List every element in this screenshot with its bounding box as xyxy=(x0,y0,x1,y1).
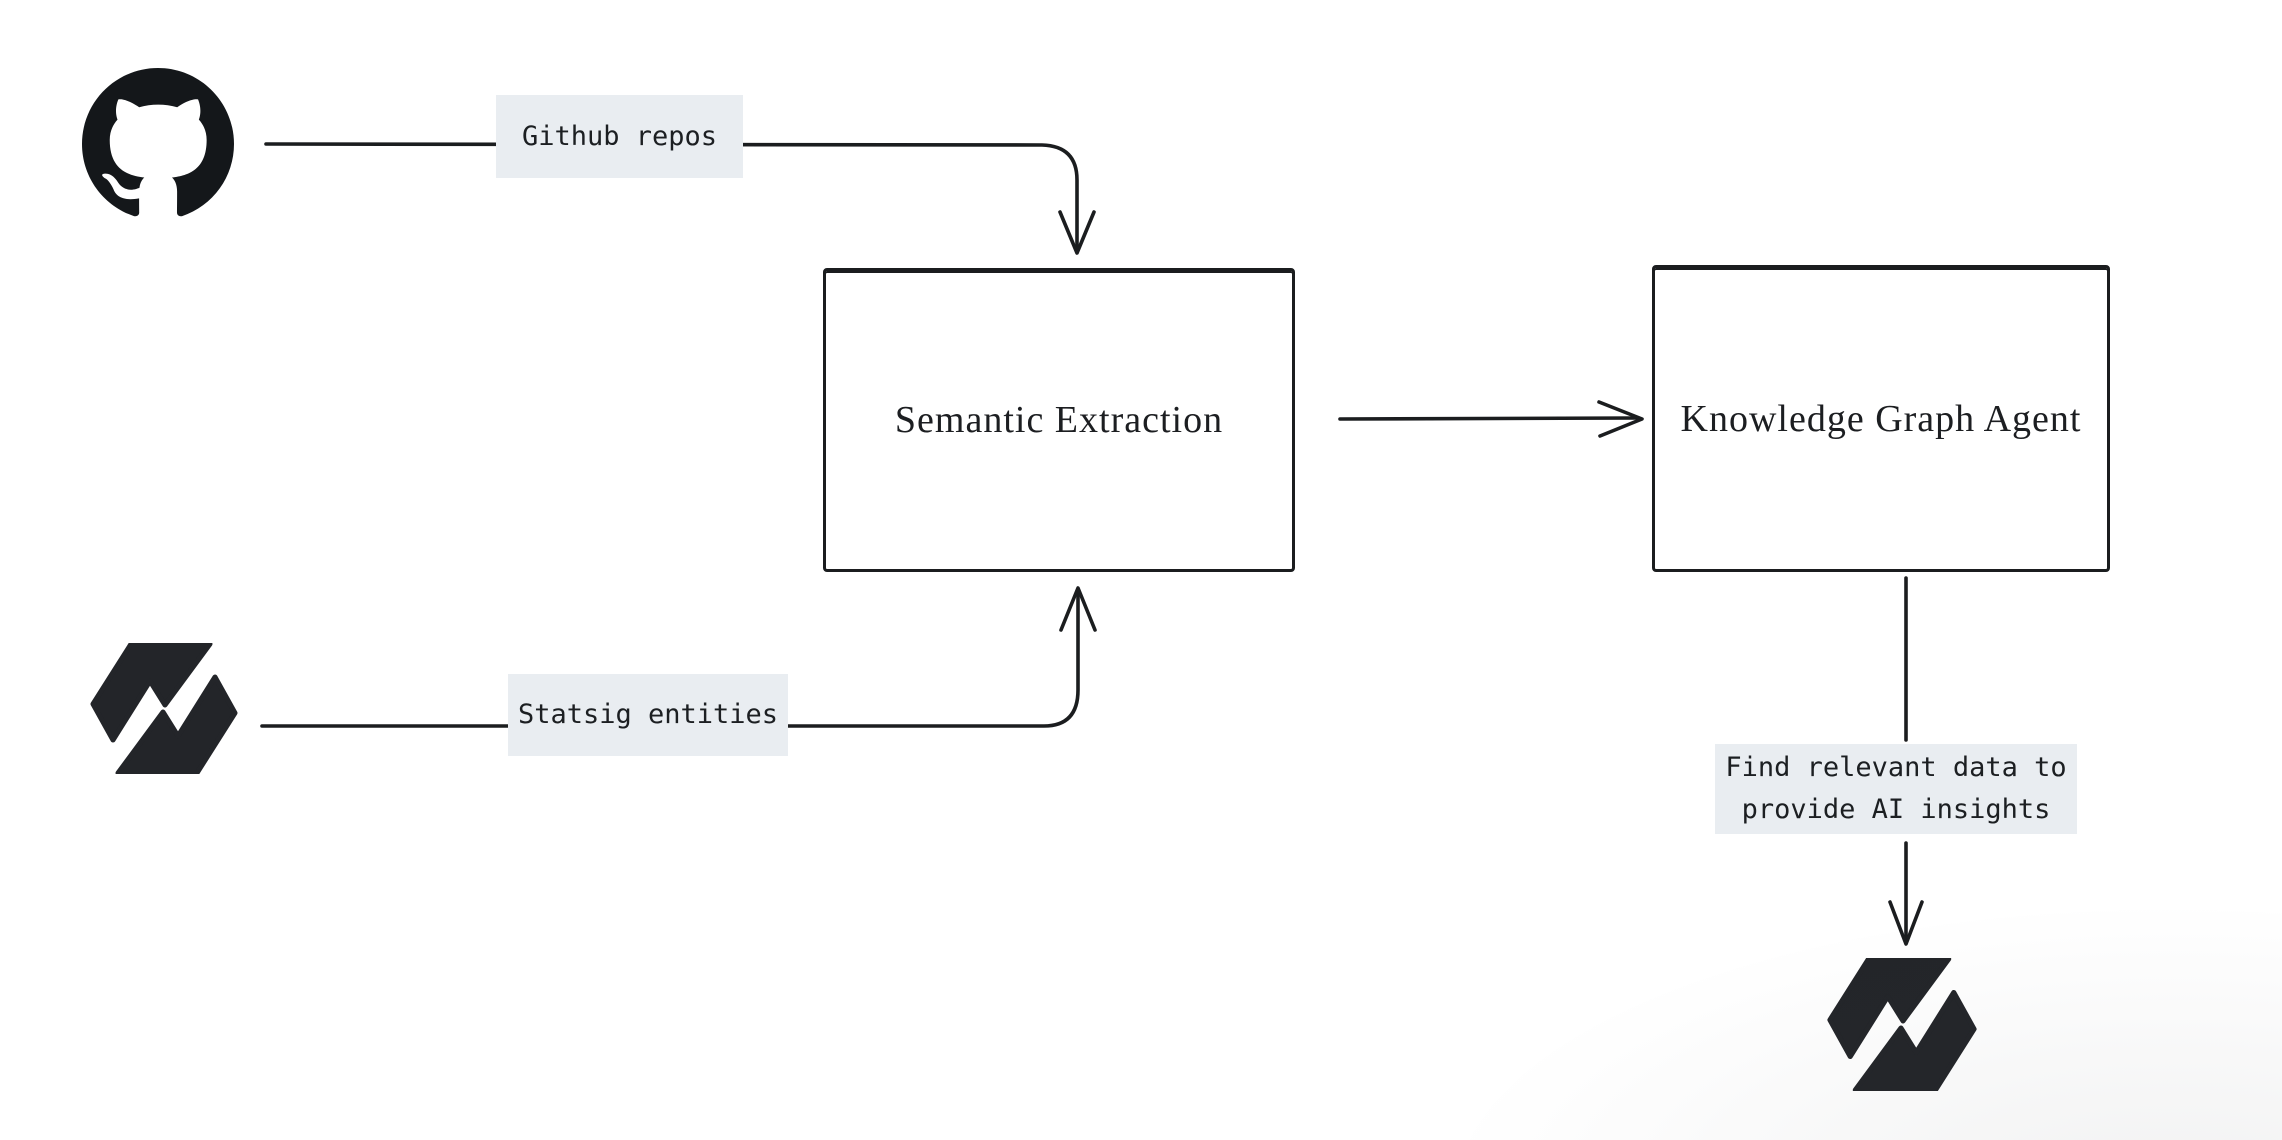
edge-semantic-to-agent xyxy=(1338,416,1640,421)
edge-statsig-to-semantic xyxy=(260,587,1080,728)
edge-label-statsig-entities: Statsig entities xyxy=(508,674,788,756)
node-semantic-extraction: Semantic Extraction xyxy=(823,268,1295,572)
edge-statsig-arrowhead-icon xyxy=(1059,586,1097,632)
node-semantic-extraction-label: Semantic Extraction xyxy=(894,399,1224,441)
edge-label-github-repos-text: Github repos xyxy=(521,120,718,152)
edge-label-find-relevant-line2: provide AI insights xyxy=(1741,794,2051,825)
statsig-output-icon xyxy=(1827,958,1977,1091)
edge-label-github-repos: Github repos xyxy=(496,95,743,178)
edge-github-to-semantic xyxy=(264,142,1079,253)
node-knowledge-graph-agent: Knowledge Graph Agent xyxy=(1652,265,2110,572)
node-knowledge-graph-agent-label: Knowledge Graph Agent xyxy=(1680,397,2082,440)
edge-github-arrowhead-icon xyxy=(1058,210,1096,255)
statsig-icon xyxy=(90,643,238,774)
edge-label-statsig-entities-text: Statsig entities xyxy=(517,699,779,731)
edge-label-find-relevant-data: Find relevant data to provide AI insight… xyxy=(1715,744,2077,834)
github-icon xyxy=(82,68,234,220)
edge-label-find-relevant-line1: Find relevant data to xyxy=(1725,752,2067,784)
edge-label-find-relevant-data-text: Find relevant data to provide AI insight… xyxy=(1725,747,2066,831)
edge-output-arrowhead-icon xyxy=(1888,900,1924,946)
edge-semantic-arrowhead-icon xyxy=(1597,400,1644,438)
